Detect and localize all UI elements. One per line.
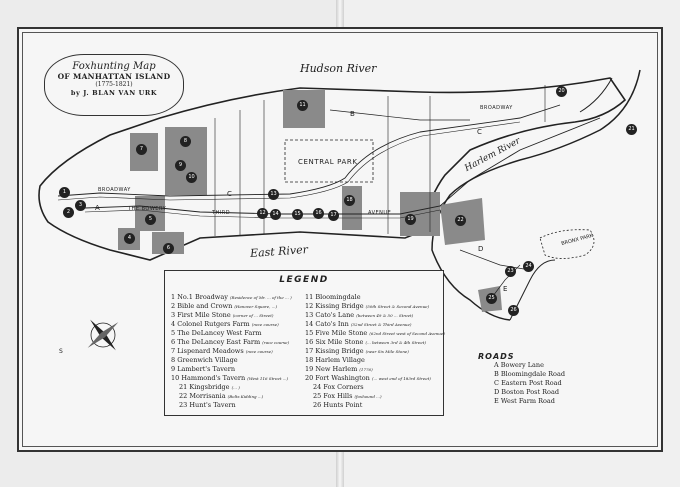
roads-title: ROADS bbox=[478, 352, 515, 361]
legend-title: LEGEND bbox=[279, 275, 329, 285]
legend-item: 16 Six Mile Stone (... between 3rd & 4th… bbox=[305, 338, 426, 346]
road-broadway bbox=[57, 104, 561, 197]
legend-item: 15 Five Mile Stone (62nd Street west of … bbox=[305, 329, 445, 337]
map-title: Foxhunting Map bbox=[72, 61, 156, 72]
broadway-label-south: BROADWAY bbox=[98, 187, 131, 193]
legend-item: 11 Bloomingdale bbox=[305, 293, 361, 301]
road-bowery bbox=[84, 117, 601, 215]
map-marker: 15 bbox=[292, 209, 303, 220]
map-marker: 22 bbox=[455, 215, 466, 226]
legend-item: 5 The DeLancey West Farm bbox=[171, 329, 262, 337]
central-park-label: CENTRAL PARK bbox=[298, 158, 358, 166]
road-item: B Bloomingdale Road bbox=[494, 370, 566, 378]
third-label: THIRD bbox=[212, 210, 231, 216]
avenue-label: AVENUE bbox=[368, 210, 392, 216]
legend-item: 21 Kingsbridge (... ) bbox=[179, 383, 240, 391]
map-marker: 14 bbox=[270, 209, 281, 220]
road-item: D Boston Post Road bbox=[494, 388, 559, 396]
bronx-shore-2 bbox=[579, 77, 613, 113]
legend-item: 25 Fox Hills (foxhound ...) bbox=[313, 392, 382, 400]
legend-item: 18 Harlem Village bbox=[305, 356, 365, 364]
road-letter-c: C bbox=[227, 190, 232, 198]
map-marker: 19 bbox=[405, 214, 416, 225]
legend-item: 17 Kissing Bridge (near Six Mile Stone) bbox=[305, 347, 409, 355]
map-marker: 7 bbox=[136, 144, 147, 155]
map-marker: 21 bbox=[626, 124, 637, 135]
road-letter-a: A bbox=[95, 204, 100, 212]
svg-text:S: S bbox=[59, 348, 63, 355]
map-marker: 26 bbox=[508, 305, 519, 316]
legend-item: 14 Cato's Inn (52nd Street & Third Avenu… bbox=[305, 320, 412, 328]
map-marker: 24 bbox=[523, 261, 534, 272]
map-marker: 10 bbox=[186, 172, 197, 183]
map-marker: 8 bbox=[180, 136, 191, 147]
road-item: C Eastern Post Road bbox=[494, 379, 562, 387]
road-b bbox=[329, 109, 470, 121]
legend-item: 8 Greenwich Village bbox=[171, 356, 238, 364]
legend-item: 10 Hammond's Tavern (West 116 Street ...… bbox=[171, 374, 289, 382]
road-letter-e: E bbox=[503, 285, 508, 293]
farm-area-18 bbox=[342, 186, 362, 230]
legend-item: 2 Bible and Crown (Hanover Square, ...) bbox=[171, 302, 278, 310]
road-broadway-2 bbox=[57, 121, 521, 201]
map-marker: 6 bbox=[163, 243, 174, 254]
map-marker: 13 bbox=[268, 189, 279, 200]
legend-item: 20 Fort Washington (... west end of 183r… bbox=[305, 374, 431, 382]
roads-key: ROADS A Bowery Lane B Bloomingdale Road … bbox=[478, 352, 565, 406]
road-item: A Bowery Lane bbox=[494, 361, 544, 369]
bronx-shore bbox=[431, 69, 641, 321]
legend-item: 12 Kissing Bridge (50th Street & Second … bbox=[305, 302, 430, 310]
hudson-river-label: Hudson River bbox=[300, 62, 377, 75]
map-marker: 1 bbox=[59, 187, 70, 198]
road-letter-b: B bbox=[350, 110, 355, 118]
map-marker: 12 bbox=[257, 208, 268, 219]
legend-item: 7 Lispenard Meadows (race course) bbox=[171, 347, 273, 355]
legend-item: 26 Hunts Point bbox=[313, 401, 363, 409]
legend-item: 1 No.1 Broadway (Residence of Mr. ... of… bbox=[171, 293, 292, 301]
map-marker: 2 bbox=[63, 207, 74, 218]
legend-item: 13 Cato's Lane (between 49 & 50 ... Stre… bbox=[305, 311, 414, 319]
bronx-park bbox=[539, 229, 595, 259]
legend-item: 23 Hunt's Tavern bbox=[179, 401, 236, 409]
map-marker: 25 bbox=[486, 293, 497, 304]
road-letter-c-north: C bbox=[477, 128, 482, 136]
legend-item: 4 Colonel Rutgers Farm (race course) bbox=[171, 320, 279, 328]
map-marker: 20 bbox=[556, 86, 567, 97]
map-marker: 11 bbox=[297, 100, 308, 111]
legend-item: 6 The DeLancey East Farm (race course) bbox=[171, 338, 290, 346]
road-letter-d: D bbox=[478, 245, 484, 253]
road-item: E West Farm Road bbox=[494, 397, 555, 405]
map-marker: 16 bbox=[313, 208, 324, 219]
legend-item: 24 Fox Corners bbox=[313, 383, 364, 391]
bowery-label: THE BOWERY bbox=[128, 206, 167, 212]
map-marker: 3 bbox=[75, 200, 86, 211]
compass-rose: S bbox=[59, 319, 119, 355]
farm-area-5 bbox=[135, 196, 165, 231]
map-subtitle: OF MANHATTAN ISLAND bbox=[57, 72, 171, 81]
map-marker: 4 bbox=[124, 233, 135, 244]
map-marker: 17 bbox=[328, 210, 339, 221]
central-park bbox=[284, 139, 374, 183]
legend-item: 3 First Mile Stone (corner of ... Street… bbox=[171, 311, 274, 319]
broadway-label-north: BROADWAY bbox=[480, 105, 513, 111]
legend-box: LEGEND 1 No.1 Broadway (Residence of Mr.… bbox=[164, 270, 445, 416]
road-d bbox=[459, 249, 531, 271]
legend-item: 19 New Harlem (1776) bbox=[305, 365, 373, 373]
legend-item: 9 Lambert's Tavern bbox=[171, 365, 236, 373]
map-marker: 5 bbox=[145, 214, 156, 225]
map-marker: 23 bbox=[505, 266, 516, 277]
map-dates: (1775-1821) bbox=[95, 81, 133, 88]
map-title-cartouche: Foxhunting Map OF MANHATTAN ISLAND (1775… bbox=[44, 54, 184, 116]
map-marker: 9 bbox=[175, 160, 186, 171]
legend-item: 22 Morrisania (Bolts Kidding ...) bbox=[179, 392, 264, 400]
map-author: by J. BLAN VAN URK bbox=[70, 89, 158, 97]
map-marker: 18 bbox=[344, 195, 355, 206]
